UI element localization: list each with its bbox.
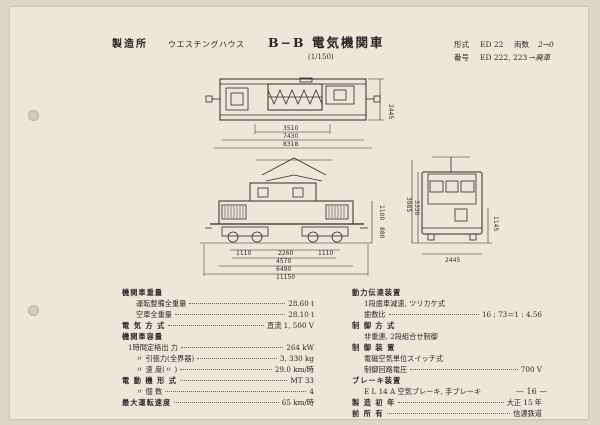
number-note: →廃車: [529, 53, 551, 62]
end-window-right: [460, 180, 475, 193]
side-height-2: 880: [378, 227, 385, 239]
side-dim-3: 1110: [318, 250, 333, 257]
side-dim-5: 6490: [276, 266, 291, 273]
end-panel: [454, 208, 468, 222]
pantograph-arm-left-lower: [265, 174, 295, 182]
right-spec-row: ブレーキ装置: [352, 376, 402, 385]
plan-roof-vent: [299, 77, 313, 83]
side-wheel-4: [331, 231, 343, 243]
side-dim-2: 2260: [278, 250, 293, 257]
side-louver-right: [325, 204, 349, 220]
pantograph-arm-right-lower: [293, 174, 323, 182]
left-spec-row: 機関車容量: [122, 332, 163, 341]
end-wheel-left: [427, 233, 435, 241]
number-value: ED 222, 223: [480, 53, 528, 62]
end-height-3: 1145: [492, 216, 499, 231]
side-wheel-3: [307, 231, 319, 243]
count-label: 両数: [514, 40, 529, 49]
plan-height-value: 2445: [387, 104, 394, 119]
side-view: [200, 157, 373, 276]
plan-coupler-right: [373, 95, 381, 103]
plan-cab-right: [325, 85, 355, 105]
binder-hole-top: [28, 110, 39, 121]
end-wheel-right: [469, 233, 477, 241]
end-body-outline: [421, 171, 483, 235]
end-window-frame: [427, 173, 477, 205]
right-spec-row: 製 造 初 年大正 15 年: [352, 398, 542, 407]
right-spec-row: 動力伝達装置: [352, 288, 402, 297]
plan-cab-left: [225, 87, 249, 111]
side-dim-4: 4570: [276, 258, 291, 265]
right-spec-row: 電磁空気単位スイッチ式: [364, 354, 444, 363]
count-value: 2→0: [538, 40, 554, 49]
plan-dim-3: 8318: [283, 141, 298, 148]
plan-body-outline: [219, 78, 367, 121]
right-spec-row: 制 御 装 置: [352, 343, 396, 352]
page-title: B−B 電気機関車: [268, 35, 385, 50]
maker-label: 製造所: [112, 39, 148, 50]
side-louver-left: [221, 204, 247, 220]
right-spec-row: E L 14 A 空気ブレーキ, 手ブレーキ: [364, 387, 482, 396]
pantograph-arm-right-upper: [293, 157, 327, 176]
left-spec-row: 〃 引張力(全界器)3, 330 kg: [136, 354, 314, 363]
end-window-left: [429, 180, 444, 193]
side-dim-6: 11150: [276, 274, 295, 281]
side-bogie-left: [221, 226, 269, 237]
side-hood-body: [218, 200, 354, 225]
model-label: 形式: [454, 40, 469, 49]
page-number: — 16 —: [516, 387, 548, 396]
end-window-center: [445, 180, 459, 193]
right-spec-row: 制 御 方 式: [352, 321, 396, 330]
left-spec-row: 機関車重量: [122, 288, 163, 297]
binder-hole-bottom: [28, 305, 39, 316]
side-cab-window-1: [257, 187, 269, 198]
side-dim-1: 1110: [236, 250, 251, 257]
side-wheel-1: [227, 231, 239, 243]
drawing-scale: (1/150): [308, 53, 334, 61]
right-spec-row: 前 所 有信濃鉄道: [352, 409, 542, 418]
side-wheel-2: [251, 231, 263, 243]
side-cab-box: [249, 182, 317, 202]
spec-sheet-page: [10, 7, 588, 419]
end-height-1: 3985: [405, 197, 412, 212]
maker-value: ウエスチングハウス: [168, 40, 245, 49]
end-height-2: 3330: [413, 200, 420, 215]
pantograph-arm-left-upper: [261, 157, 295, 176]
side-height-1: 1100: [378, 205, 385, 220]
side-bogie-right: [301, 226, 349, 237]
left-spec-row: 電 気 方 式直流 1, 500 V: [122, 321, 314, 330]
model-value: ED 22: [480, 40, 504, 49]
end-view: [411, 156, 492, 255]
plan-cab-right-hatch: [333, 89, 347, 101]
plan-dim-2: 7430: [283, 133, 298, 140]
number-label: 番号: [454, 53, 469, 62]
side-cab-window-2: [292, 187, 304, 198]
plan-coupler-left: [205, 95, 213, 103]
plan-dim-1: 3510: [283, 125, 298, 132]
end-width-value: 2445: [445, 257, 460, 264]
right-spec-row: 非重連, 2段組合せ制御: [364, 332, 438, 341]
right-spec-row: 1段歯車減速, ツリカケ式: [364, 299, 446, 308]
left-spec-row: 〃 速 度(〃 )29.0 km/時: [136, 365, 314, 374]
plan-view: [205, 77, 384, 149]
plan-cab-left-hatch: [230, 92, 244, 106]
